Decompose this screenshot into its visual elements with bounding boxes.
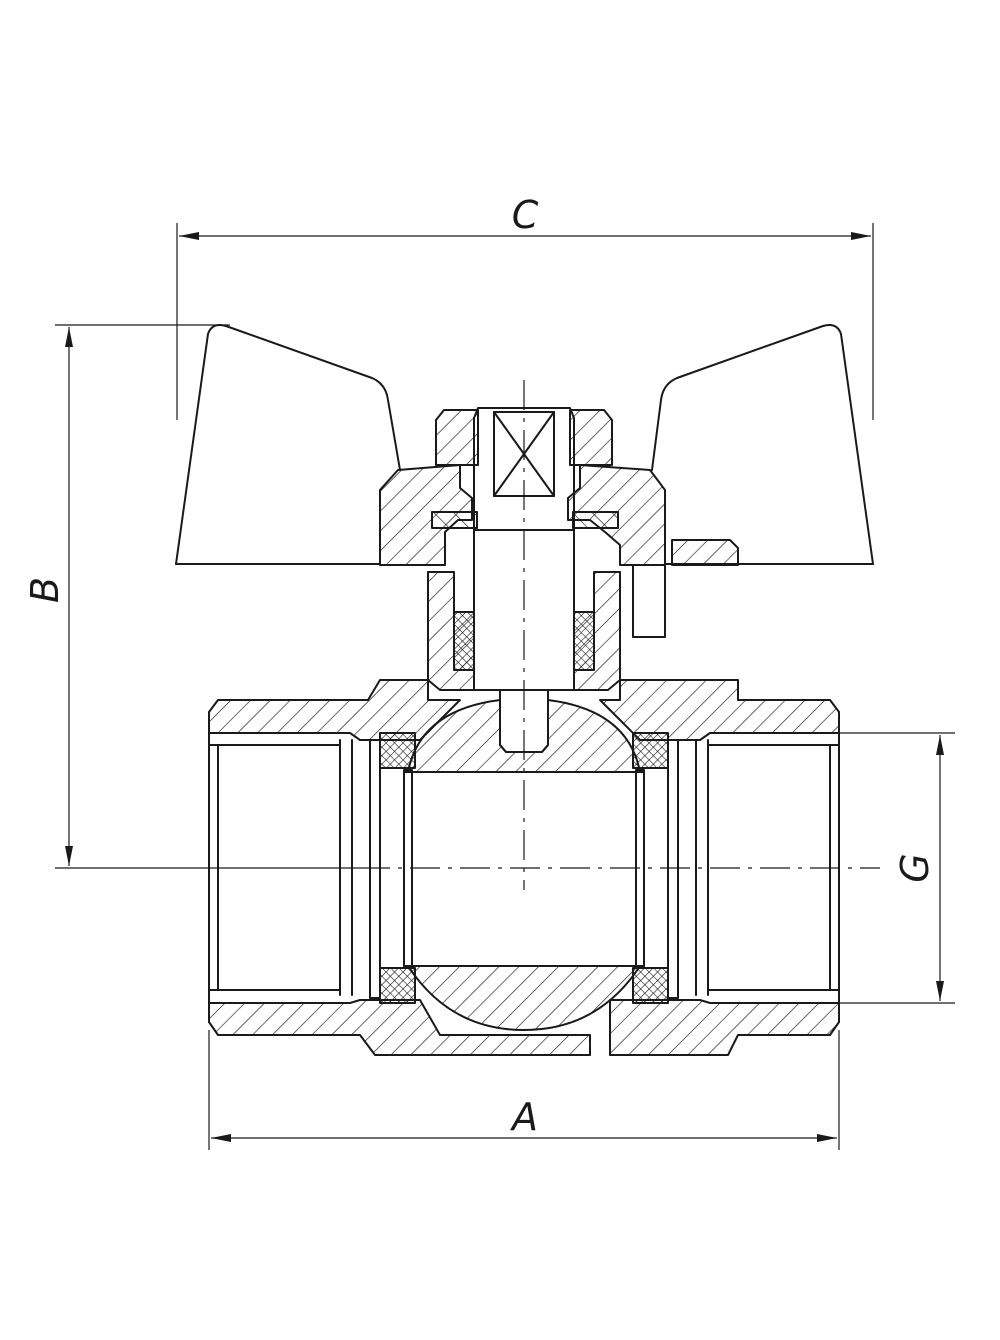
washer-left — [431, 511, 478, 529]
ball-bottom-section — [407, 965, 641, 1031]
dimension-b: B — [23, 324, 360, 869]
washer-right — [572, 511, 619, 529]
valve-ball — [403, 699, 645, 1031]
body-bottom-wall-right — [609, 999, 840, 1056]
dimension-c: C — [176, 193, 874, 420]
dim-b-label: B — [23, 577, 67, 603]
body-bottom-wall-left — [208, 999, 591, 1056]
dimension-a: A — [208, 1030, 840, 1150]
cap-nut-left — [435, 409, 479, 466]
gland-left — [427, 571, 475, 691]
handle-wing-right — [651, 324, 874, 565]
seat-ring-bottom-right — [632, 967, 669, 1004]
seat-ring-top-right — [632, 732, 669, 769]
stop-pin — [632, 564, 666, 638]
dim-a-label: A — [509, 1095, 538, 1139]
handle-wing-left — [175, 324, 401, 565]
dim-g-label: G — [893, 853, 937, 882]
retainer-right-outer — [667, 739, 679, 999]
cap-nut-right — [569, 409, 613, 466]
body-top-wall-right — [599, 679, 840, 741]
dim-c-label: C — [512, 193, 539, 237]
retainer-left-outer — [369, 739, 381, 999]
body-top-wall-left — [208, 679, 461, 741]
stop-lug — [671, 539, 739, 566]
ball-top-section — [407, 699, 641, 773]
centerlines — [360, 380, 880, 890]
handle-hub — [379, 409, 739, 638]
gland-right — [573, 571, 621, 691]
stem-packing — [427, 571, 621, 691]
seat-ring-bottom-left — [379, 967, 416, 1004]
valve-body — [208, 679, 840, 1056]
seat-rings — [379, 732, 669, 1004]
dimension-g: G — [830, 732, 955, 1004]
